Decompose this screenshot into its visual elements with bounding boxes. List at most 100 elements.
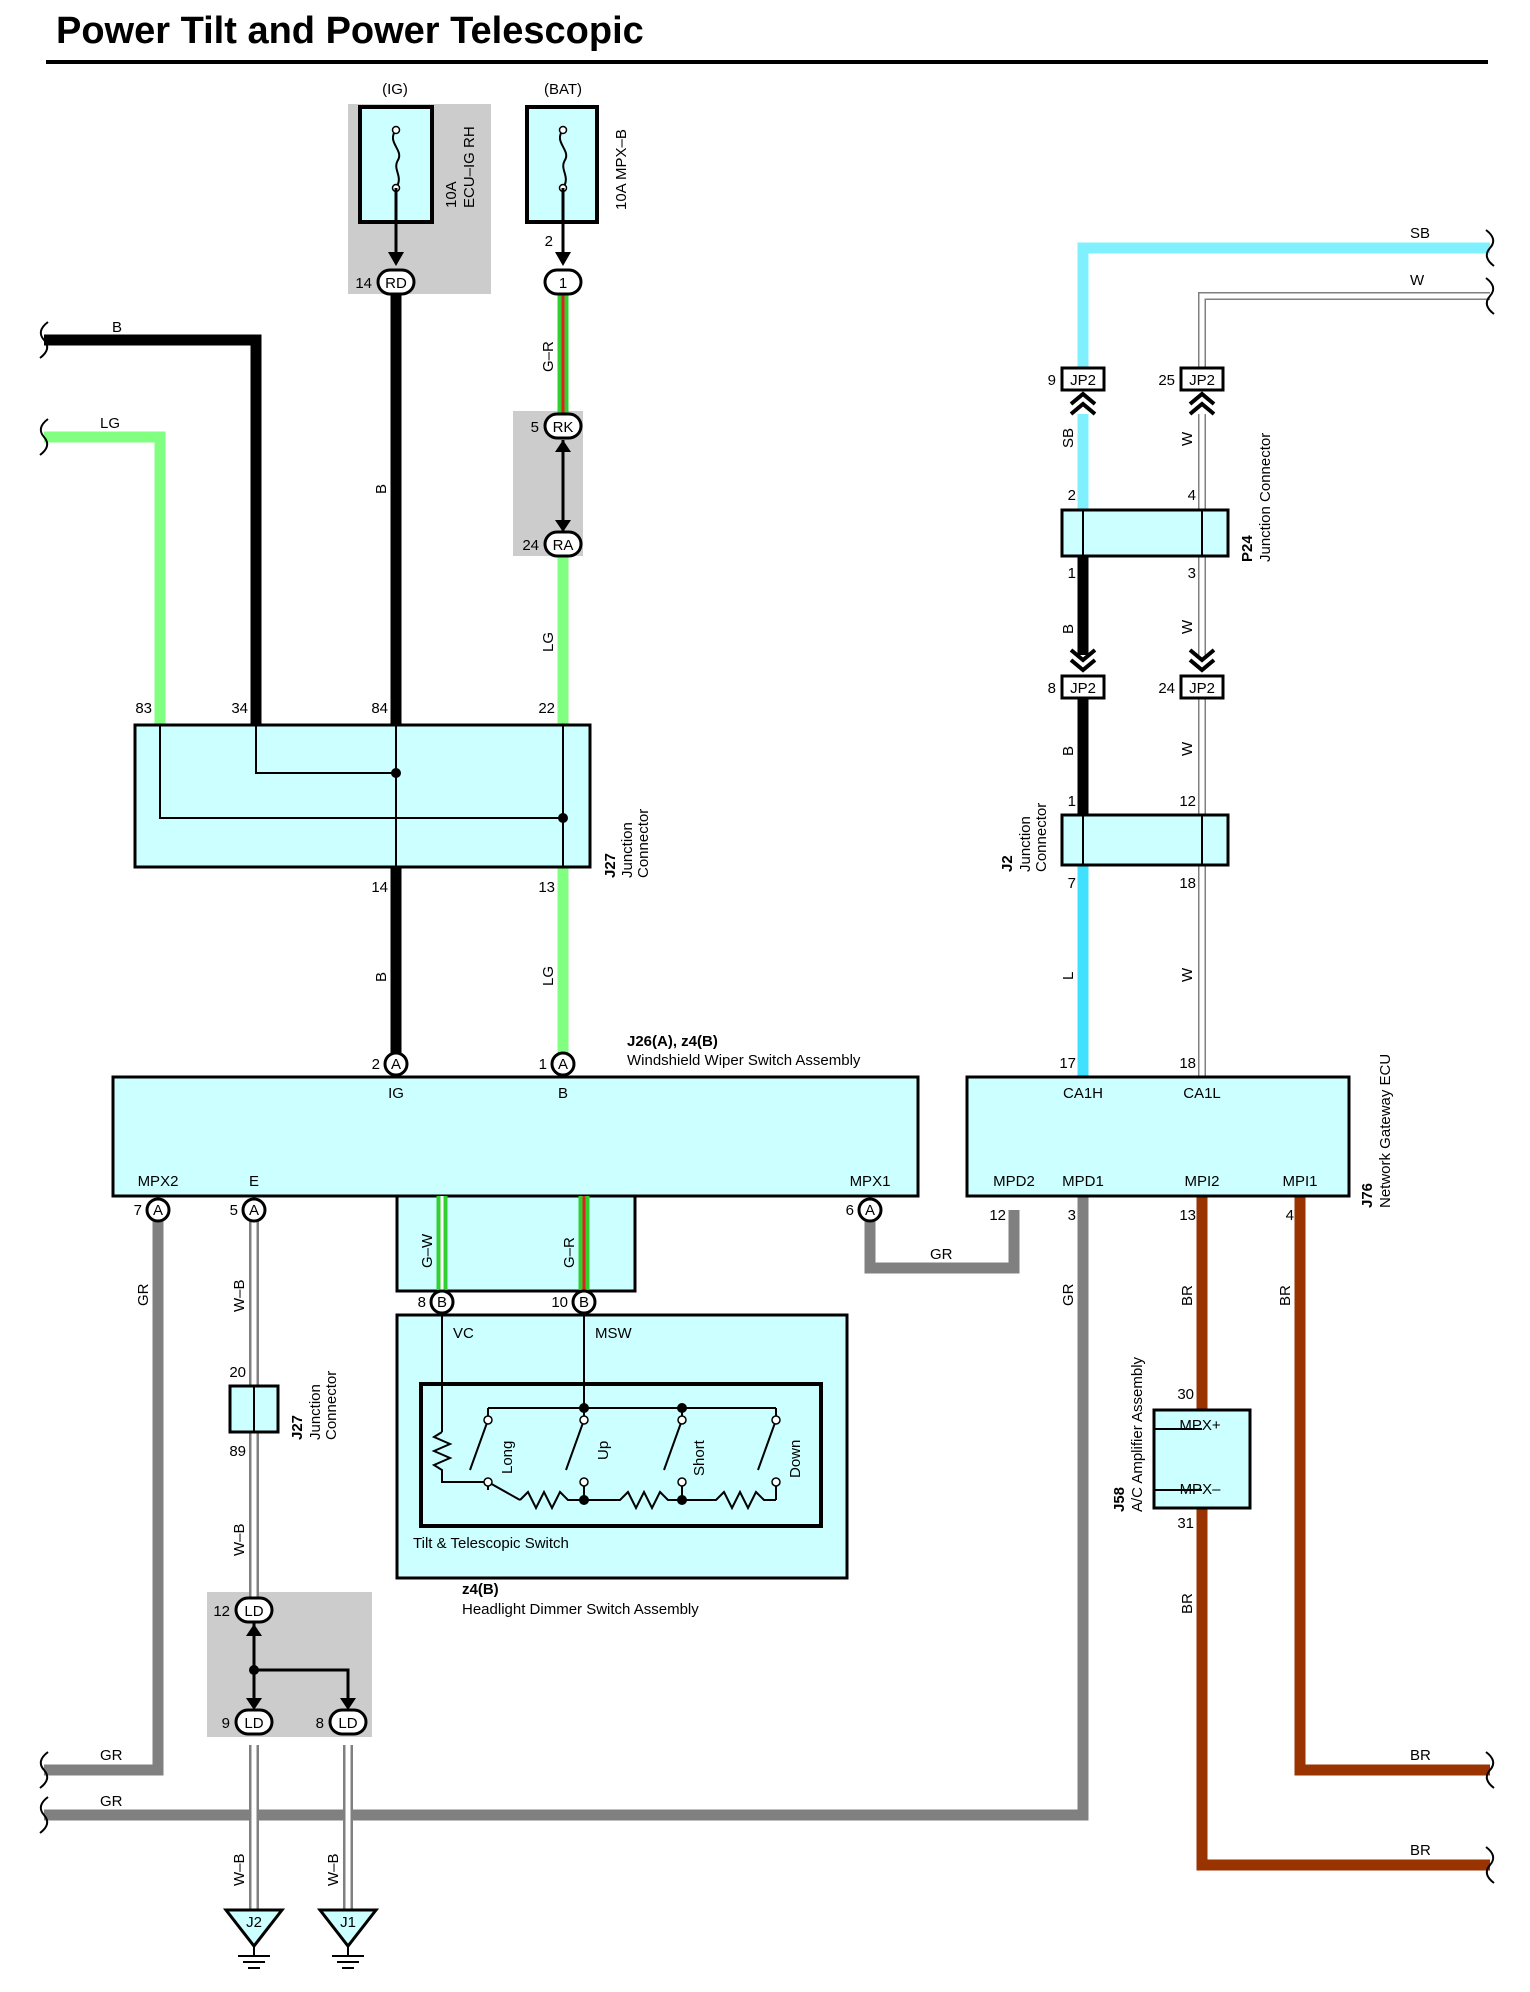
svg-text:13: 13 <box>1179 1207 1196 1224</box>
svg-text:BR: BR <box>1179 1285 1196 1306</box>
svg-text:G–R: G–R <box>540 341 557 372</box>
wire-lg-left <box>44 431 166 725</box>
svg-text:GR: GR <box>135 1283 152 1306</box>
svg-text:3: 3 <box>1068 1207 1076 1224</box>
svg-text:BR: BR <box>1277 1285 1294 1306</box>
svg-text:GR: GR <box>930 1246 953 1263</box>
svg-text:B: B <box>1060 624 1077 634</box>
connector-rk-pin: 5 <box>531 419 539 436</box>
svg-text:A: A <box>391 1056 401 1073</box>
svg-text:LG: LG <box>100 415 120 432</box>
tilt-name: Headlight Dimmer Switch Assembly <box>462 1601 699 1618</box>
svg-text:Connector: Connector <box>323 1371 340 1440</box>
tilt-pin-connectors: B 8 B 10 <box>418 1289 597 1315</box>
svg-text:W: W <box>1179 967 1196 982</box>
svg-text:W: W <box>1179 741 1196 756</box>
svg-text:JP2: JP2 <box>1189 372 1215 389</box>
connector-rk: RK 5 <box>531 412 583 440</box>
connector-rd: RD 14 <box>355 268 416 296</box>
j27-pin-14: 14 <box>371 879 388 896</box>
svg-text:A: A <box>153 1202 163 1219</box>
svg-text:3: 3 <box>1188 565 1196 582</box>
svg-text:W–B: W–B <box>325 1853 342 1886</box>
svg-text:MPI2: MPI2 <box>1184 1173 1219 1190</box>
j27-junction-connector-bottom: 20 89 J27 Junction Connector <box>228 1364 340 1460</box>
svg-text:7: 7 <box>1068 875 1076 892</box>
fuse-mpx-b-name: 10A MPX–B <box>613 129 630 210</box>
fuse-ecu-ig-rh: (IG) 10A ECU–IG RH <box>358 81 478 224</box>
tilt-telescopic-switch-label: Tilt & Telescopic Switch <box>413 1535 569 1552</box>
svg-text:1: 1 <box>1068 793 1076 810</box>
j2-code: J2 <box>999 855 1016 872</box>
jp2-w: JP2 25 <box>1158 366 1225 416</box>
svg-text:RD: RD <box>385 275 407 292</box>
svg-text:W–B: W–B <box>231 1523 248 1556</box>
svg-text:MPD1: MPD1 <box>1062 1173 1104 1190</box>
wire-w <box>1198 292 1490 368</box>
svg-text:SB: SB <box>1410 225 1430 242</box>
svg-text:W–B: W–B <box>231 1279 248 1312</box>
svg-text:6: 6 <box>846 1202 854 1219</box>
svg-text:Junction: Junction <box>307 1384 324 1440</box>
wire-color-labels: B LG B G–R LG B LG SB W SB W B W B W L W… <box>100 225 1431 1886</box>
svg-text:L: L <box>1060 972 1077 980</box>
svg-text:W: W <box>1179 431 1196 446</box>
svg-text:2: 2 <box>372 1056 380 1073</box>
svg-text:89: 89 <box>229 1443 246 1460</box>
svg-text:Connector: Connector <box>1033 803 1050 872</box>
j27-pin-13: 13 <box>538 879 555 896</box>
svg-text:4: 4 <box>1286 1207 1294 1224</box>
wiper-code: J26(A), z4(B) <box>627 1033 718 1050</box>
svg-text:W–B: W–B <box>231 1853 248 1886</box>
svg-text:12: 12 <box>1179 793 1196 810</box>
svg-text:LD: LD <box>338 1715 357 1732</box>
wiper-name: Windshield Wiper Switch Assembly <box>627 1052 861 1069</box>
jp2-w2-pin: 24 <box>1158 680 1175 697</box>
svg-text:J1: J1 <box>340 1914 356 1931</box>
svg-text:B: B <box>1060 746 1077 756</box>
switch-down: Down <box>787 1440 804 1478</box>
fuse-ecu-ig-rh-rating: 10A <box>443 181 460 208</box>
svg-text:17: 17 <box>1059 1055 1076 1072</box>
headlight-dimmer-switch-assembly: VC MSW Tilt & Telescopic Switch z4(B) He… <box>395 1313 849 1618</box>
svg-text:7: 7 <box>134 1202 142 1219</box>
svg-text:8: 8 <box>418 1294 426 1311</box>
connector-1-bat: 1 <box>543 268 583 296</box>
svg-text:20: 20 <box>229 1364 246 1381</box>
svg-text:MPX+: MPX+ <box>1179 1417 1221 1434</box>
windshield-wiper-switch-assembly: J26(A), z4(B) Windshield Wiper Switch As… <box>111 1033 920 1198</box>
ground-j2: J2 <box>222 1908 286 1969</box>
svg-text:30: 30 <box>1177 1386 1194 1403</box>
svg-text:RK: RK <box>553 419 574 436</box>
svg-text:LG: LG <box>540 632 557 652</box>
svg-text:B: B <box>558 1085 568 1102</box>
svg-text:5: 5 <box>230 1202 238 1219</box>
svg-text:31: 31 <box>1177 1515 1194 1532</box>
fuse-mpx-b-pin-top: 2 <box>545 233 553 250</box>
gateway-code: J76 <box>1359 1183 1376 1208</box>
jp2-sb-pin: 9 <box>1048 372 1056 389</box>
svg-text:A: A <box>865 1202 875 1219</box>
j27-top-name1: Junction <box>619 822 636 878</box>
svg-text:Junction: Junction <box>1017 816 1034 872</box>
svg-text:LD: LD <box>244 1603 263 1620</box>
svg-text:MPX–: MPX– <box>1180 1481 1222 1498</box>
wiper-pin-connectors: A 2 A 1 A 7 A 5 A 6 <box>134 1051 883 1223</box>
fuse-ecu-ig-rh-name: ECU–IG RH <box>461 126 478 208</box>
svg-text:MPX2: MPX2 <box>138 1173 179 1190</box>
fuse-source-bat: (BAT) <box>544 81 582 98</box>
svg-text:A: A <box>558 1056 568 1073</box>
wire-gr-mpx2 <box>44 1210 164 1776</box>
svg-text:JP2: JP2 <box>1070 680 1096 697</box>
svg-text:GR: GR <box>100 1793 123 1810</box>
svg-text:B: B <box>437 1294 447 1311</box>
ac-amplifier-assembly: MPX+ MPX– 30 31 J58 A/C Amplifier Assemb… <box>1111 1356 1252 1532</box>
svg-text:JP2: JP2 <box>1070 372 1096 389</box>
svg-text:MPD2: MPD2 <box>993 1173 1035 1190</box>
svg-text:BR: BR <box>1179 1593 1196 1614</box>
svg-text:SB: SB <box>1060 428 1077 448</box>
wire-gr-mpx1 <box>864 1210 1020 1274</box>
svg-text:G–R: G–R <box>561 1237 578 1268</box>
svg-text:LD: LD <box>244 1715 263 1732</box>
j27-pin-34: 34 <box>231 700 248 717</box>
